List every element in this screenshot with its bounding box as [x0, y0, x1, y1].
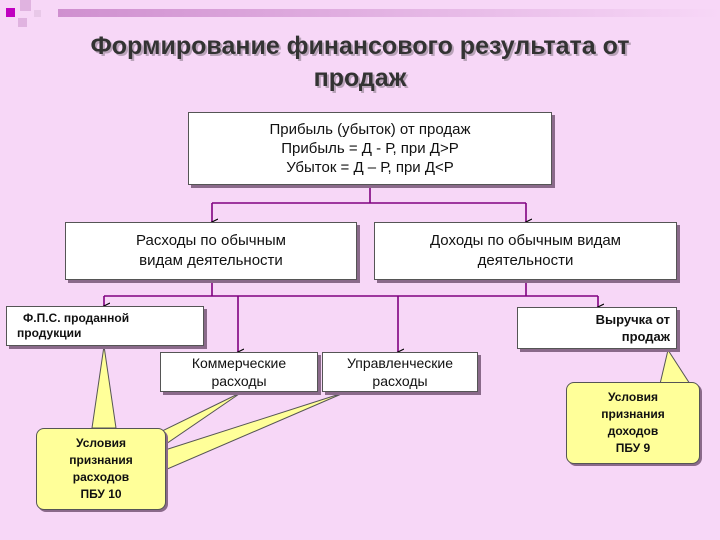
income-line-2: деятельности — [477, 252, 574, 269]
cost-line-2: продукции — [17, 326, 82, 340]
profit-line-2: Прибыль = Д - Р, при Д>Р — [281, 140, 459, 157]
callout-expenses-line-4: ПБУ 10 — [80, 487, 122, 501]
admin-line-2: расходы — [372, 373, 428, 389]
connector-top — [212, 186, 526, 222]
revenue-line-1: Выручка от — [595, 312, 670, 327]
page-title: Формирование финансового результата от п… — [40, 30, 680, 94]
callout-expenses-line-1: Условия — [76, 436, 126, 450]
pointer-to-cost — [91, 345, 117, 429]
expenses-box: Расходы по обычным видам деятельности — [65, 222, 357, 280]
admin-line-1: Управленческие — [346, 355, 454, 371]
title-line-2: продаж — [313, 64, 407, 92]
commercial-expenses-box: Коммерческие расходы — [160, 352, 318, 392]
title-line-1: Формирование финансового результата от — [90, 32, 630, 60]
callout-income-recognition: Условия признания доходов ПБУ 9 — [566, 382, 700, 464]
income-box: Доходы по обычным видам деятельности — [374, 222, 677, 280]
commercial-line-2: расходы — [211, 373, 267, 389]
admin-expenses-box: Управленческие расходы — [322, 352, 478, 392]
connector-middle — [104, 282, 598, 352]
profit-box: Прибыль (убыток) от продаж Прибыль = Д -… — [188, 112, 552, 185]
callout-income-line-2: признания — [601, 407, 665, 421]
pointer-to-admin — [164, 391, 347, 471]
top-gradient-bar — [58, 9, 720, 17]
callout-income-line-3: доходов — [607, 424, 659, 438]
callout-expenses-recognition: Условия признания расходов ПБУ 10 — [36, 428, 166, 510]
income-line-1: Доходы по обычным видам — [429, 232, 621, 249]
revenue-line-2: продаж — [621, 329, 670, 344]
callout-expenses-line-3: расходов — [72, 470, 130, 484]
callout-expenses-line-2: признания — [69, 453, 133, 467]
pointer-to-revenue — [659, 348, 691, 385]
corner-decoration — [0, 0, 60, 40]
callout-income-line-4: ПБУ 9 — [615, 441, 651, 455]
cost-of-sales-box: Ф.П.С. проданной продукции — [6, 306, 204, 346]
expenses-line-2: видам деятельности — [139, 252, 283, 269]
cost-line-1: Ф.П.С. проданной — [23, 311, 130, 325]
revenue-box: Выручка от продаж — [517, 307, 677, 349]
expenses-line-1: Расходы по обычным — [136, 232, 286, 249]
profit-line-3: Убыток = Д – Р, при Д<Р — [286, 159, 454, 176]
callout-income-line-1: Условия — [608, 390, 658, 404]
commercial-line-1: Коммерческие — [191, 355, 287, 371]
profit-line-1: Прибыль (убыток) от продаж — [269, 121, 471, 138]
